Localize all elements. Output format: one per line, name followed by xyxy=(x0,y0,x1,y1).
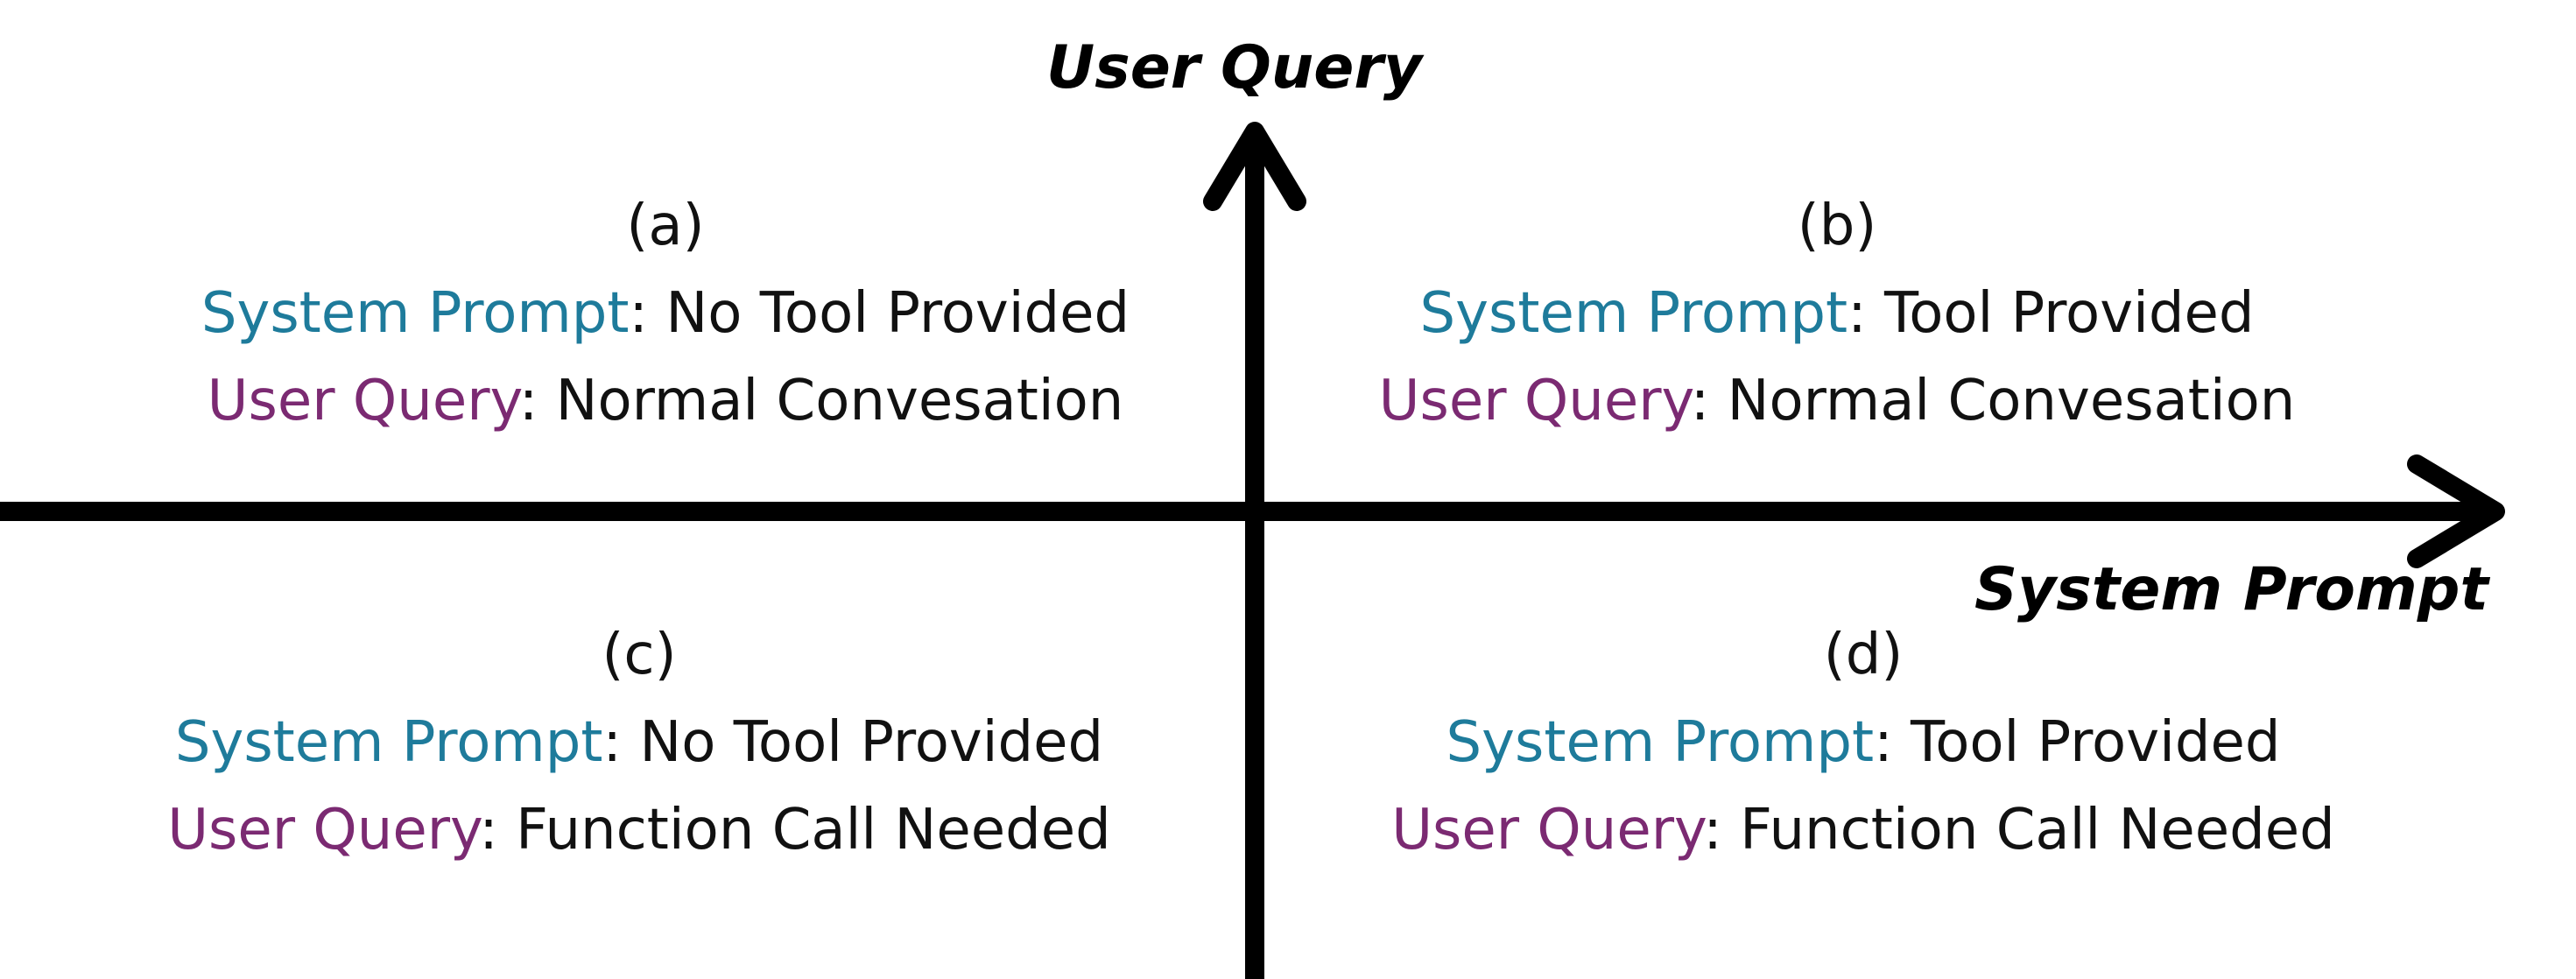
system-prompt-value: No Tool Provided xyxy=(665,281,1130,346)
x-axis-arrowhead xyxy=(2407,454,2505,568)
system-prompt-line: System Prompt: No Tool Provided xyxy=(70,699,1208,786)
user-query-key: User Query xyxy=(1378,369,1691,433)
system-prompt-key: System Prompt xyxy=(1446,710,1875,775)
separator-colon: : xyxy=(1874,710,1911,775)
user-query-line: User Query: Normal Convesation xyxy=(96,357,1235,445)
user-query-line: User Query: Function Call Needed xyxy=(70,786,1208,874)
user-query-value: Normal Convesation xyxy=(555,369,1124,433)
y-axis-arrowhead xyxy=(1203,122,1306,211)
quadrant-b: (b) System Prompt: Tool Provided User Qu… xyxy=(1268,182,2406,445)
quadrant-label: (c) xyxy=(602,623,677,687)
user-query-line: User Query: Normal Convesation xyxy=(1268,357,2406,445)
quadrant-d: (d) System Prompt: Tool Provided User Qu… xyxy=(1294,611,2432,874)
system-prompt-key: System Prompt xyxy=(174,710,603,775)
quadrant-label: (b) xyxy=(1797,194,1877,258)
quadrant-a: (a) System Prompt: No Tool Provided User… xyxy=(96,182,1235,445)
user-query-key: User Query xyxy=(207,369,519,433)
separator-colon: : xyxy=(602,710,640,775)
system-prompt-line: System Prompt: Tool Provided xyxy=(1294,699,2432,786)
separator-colon: : xyxy=(1848,281,1885,346)
system-prompt-line: System Prompt: No Tool Provided xyxy=(96,270,1235,357)
quadrant-c: (c) System Prompt: No Tool Provided User… xyxy=(70,611,1208,874)
system-prompt-key: System Prompt xyxy=(201,281,630,346)
separator-colon: : xyxy=(1703,798,1741,863)
user-query-line: User Query: Function Call Needed xyxy=(1294,786,2432,874)
user-query-value: Function Call Needed xyxy=(516,798,1111,863)
user-query-value: Normal Convesation xyxy=(1727,369,2296,433)
system-prompt-value: No Tool Provided xyxy=(639,710,1104,775)
separator-colon: : xyxy=(518,369,556,433)
separator-colon: : xyxy=(629,281,666,346)
y-axis-title: User Query xyxy=(1046,33,1423,102)
system-prompt-value: Tool Provided xyxy=(1884,281,2255,346)
quadrant-label: (a) xyxy=(626,194,705,258)
user-query-key: User Query xyxy=(167,798,480,863)
user-query-key: User Query xyxy=(1391,798,1704,863)
quadrant-label: (d) xyxy=(1823,623,1904,687)
separator-colon: : xyxy=(1690,369,1728,433)
system-prompt-key: System Prompt xyxy=(1419,281,1848,346)
system-prompt-value: Tool Provided xyxy=(1911,710,2281,775)
user-query-value: Function Call Needed xyxy=(1740,798,2335,863)
system-prompt-line: System Prompt: Tool Provided xyxy=(1268,270,2406,357)
separator-colon: : xyxy=(479,798,517,863)
x-axis-title: System Prompt xyxy=(1974,555,2488,624)
